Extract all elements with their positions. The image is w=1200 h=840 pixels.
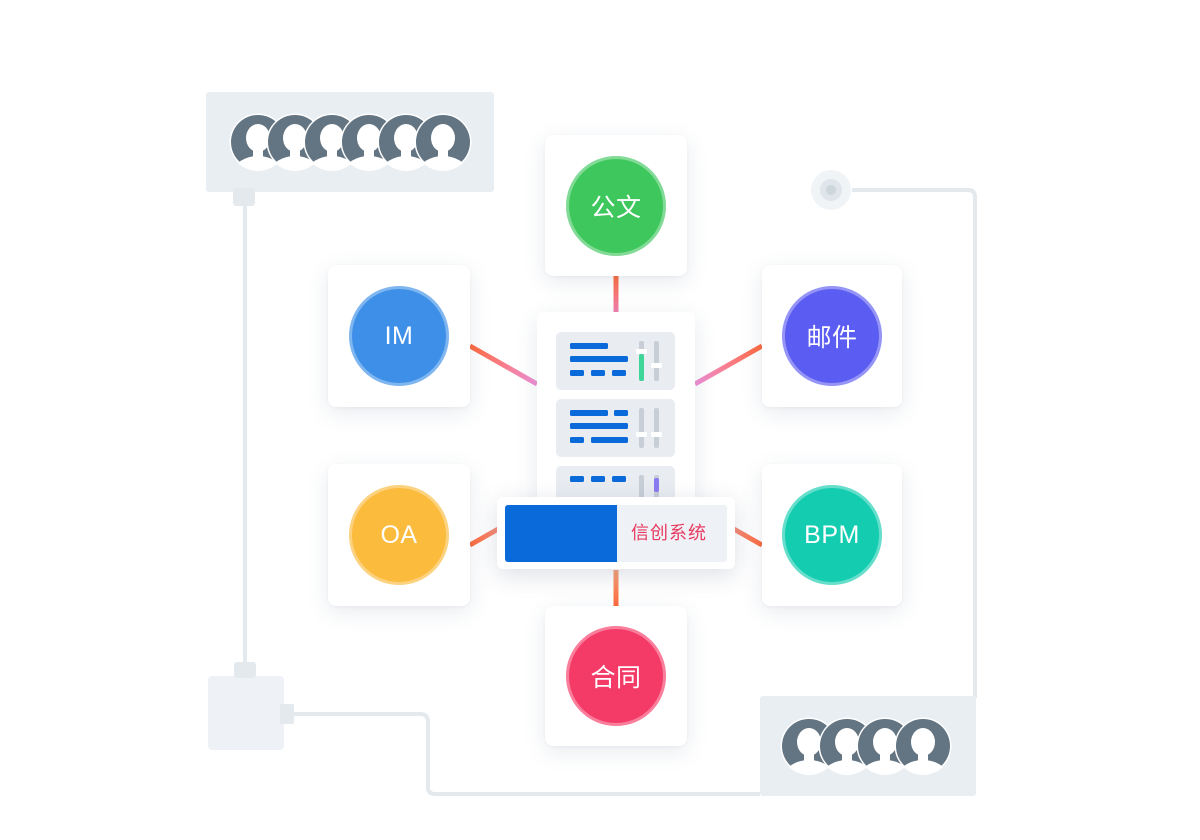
youjian-label: 邮件 [806, 324, 858, 352]
user-group-bottom-right [760, 696, 976, 796]
node-card-im[interactable]: IM [328, 265, 470, 407]
user-avatar-icon [415, 114, 472, 189]
server-slot [556, 332, 675, 390]
gongwen-node[interactable]: 公文 [566, 156, 666, 256]
node-card-youjian[interactable]: 邮件 [762, 265, 902, 407]
node-card-oa[interactable]: OA [328, 464, 470, 606]
hetong-label: 合同 [590, 664, 642, 692]
node-card-bpm[interactable]: BPM [762, 464, 902, 606]
connector-right-bottom [730, 525, 764, 548]
junction-box-connector [234, 662, 256, 678]
server-slot-icon [570, 341, 662, 381]
connector-left-top [468, 343, 539, 387]
bpm-label: BPM [804, 520, 860, 549]
im-node[interactable]: IM [349, 286, 449, 386]
node-card-hetong[interactable]: 合同 [545, 606, 687, 746]
hetong-node[interactable]: 合同 [566, 626, 666, 726]
user-avatar-icon [895, 718, 952, 793]
gongwen-label: 公文 [590, 194, 642, 222]
xinchuang-color-block [505, 505, 617, 562]
server-rack [537, 312, 695, 527]
youjian-node[interactable]: 邮件 [782, 286, 882, 386]
connector-right-top [693, 343, 764, 387]
oa-label: OA [380, 520, 418, 549]
tray-connector-top [233, 188, 255, 206]
wire-bottom [284, 712, 760, 796]
oa-node[interactable]: OA [349, 485, 449, 585]
bpm-node[interactable]: BPM [782, 485, 882, 585]
xinchuang-label: 信创系统 [631, 523, 707, 543]
user-group-top-left [206, 92, 494, 192]
wire-right [852, 188, 977, 698]
xinchuang-panel[interactable]: 信创系统 [497, 497, 735, 569]
user-avatar-row [206, 92, 494, 192]
im-label: IM [384, 321, 414, 350]
node-card-gongwen[interactable]: 公文 [545, 135, 687, 276]
server-slot [556, 399, 675, 457]
junction-box-port [280, 704, 294, 724]
server-slot-icon [570, 408, 662, 448]
junction-box [208, 676, 284, 750]
connector-left-bottom [468, 525, 502, 548]
xinchuang-inner: 信创系统 [505, 505, 727, 562]
user-avatar-row [760, 696, 976, 796]
